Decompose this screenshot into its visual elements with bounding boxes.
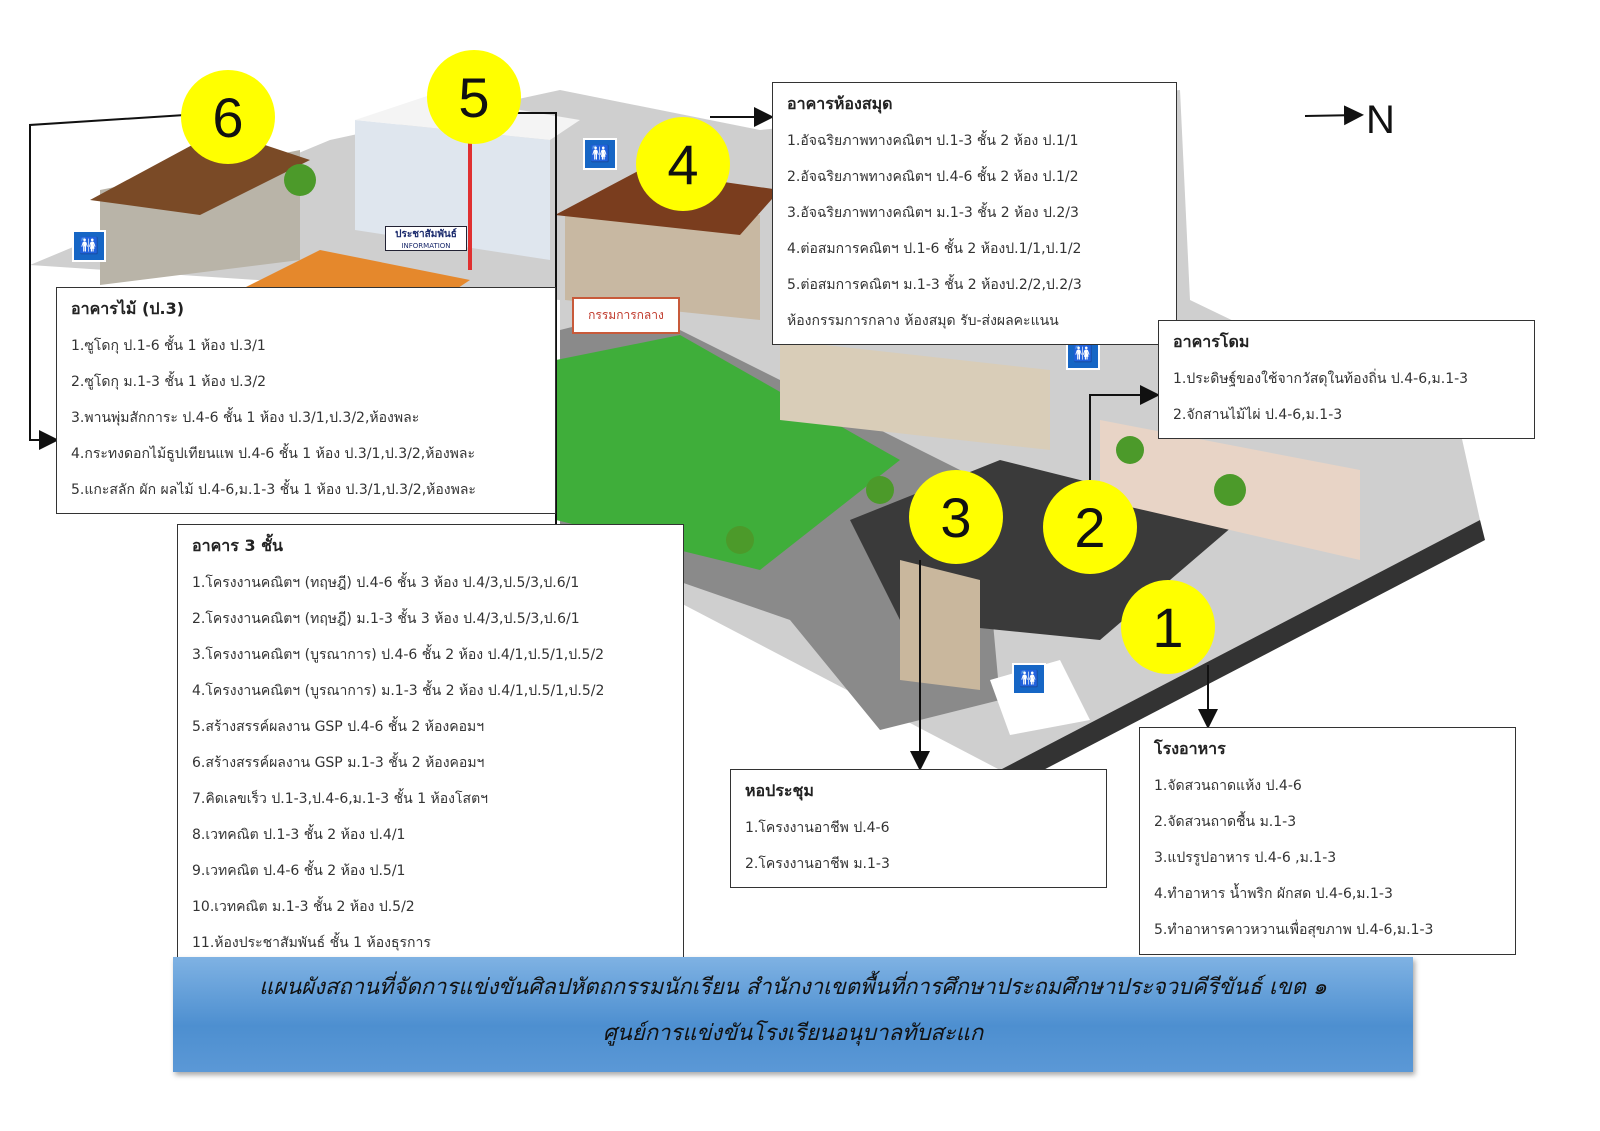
list-item: 8.เวทคณิต ป.1-3 ชั้น 2 ห้อง ป.4/1 xyxy=(192,827,406,843)
list-item: 4.กระทงดอกไม้ธูปเทียนแพ ป.4-6 ชั้น 1 ห้อ… xyxy=(71,446,475,462)
canteen-building-box: โรงอาหาร 1.จัดสวนถาดแห้ง ป.4-6 2.จัดสวนถ… xyxy=(1139,727,1516,955)
marker-2: 2 xyxy=(1043,480,1137,574)
title-banner: แผนผังสถานที่จัดการแข่งขันศิลปหัตถกรรมนั… xyxy=(173,957,1413,1072)
library-building-box: อาคารห้องสมุด 1.อัจฉริยภาพทางคณิตฯ ป.1-3… xyxy=(772,82,1177,345)
marker-5: 5 xyxy=(427,50,521,144)
information-sign: ประชาสัมพันธ์ INFORMATION xyxy=(385,226,467,251)
list-item: 1.ซูโดกุ ป.1-6 ชั้น 1 ห้อง ป.3/1 xyxy=(71,338,266,354)
north-arrow-icon xyxy=(1304,105,1364,126)
box-title: อาคารโดม xyxy=(1173,332,1250,351)
list-item: 2.โครงงานคณิตฯ (ทฤษฎี) ม.1-3 ชั้น 3 ห้อง… xyxy=(192,611,580,627)
building-5 xyxy=(355,120,550,260)
football-field xyxy=(556,335,900,570)
toilet-icon: 🚻 xyxy=(72,230,106,262)
list-item: 2.จักสานไม้ไผ่ ป.4-6,ม.1-3 xyxy=(1173,407,1343,423)
toilet-icon: 🚻 xyxy=(583,138,617,170)
list-item: 4.ต่อสมการคณิตฯ ป.1-6 ชั้น 2 ห้องป.1/1,ป… xyxy=(787,241,1082,257)
info-sign-en: INFORMATION xyxy=(401,242,451,250)
list-item: 2.อัจฉริยภาพทางคณิตฯ ป.4-6 ชั้น 2 ห้อง ป… xyxy=(787,169,1079,185)
list-item: 1.โครงงานคณิตฯ (ทฤษฎี) ป.4-6 ชั้น 3 ห้อง… xyxy=(192,575,580,591)
list-item: 9.เวทคณิต ป.4-6 ชั้น 2 ห้อง ป.5/1 xyxy=(192,863,406,879)
list-item: 4.ทำอาหาร น้ำพริก ผักสด ป.4-6,ม.1-3 xyxy=(1154,886,1393,902)
toilet-icon: 🚻 xyxy=(1012,663,1046,695)
list-item: 1.อัจฉริยภาพทางคณิตฯ ป.1-3 ชั้น 2 ห้อง ป… xyxy=(787,133,1079,149)
list-item: 7.คิดเลขเร็ว ป.1-3,ป.4-6,ม.1-3 ชั้น 1 ห้… xyxy=(192,791,489,807)
list-item: 1.ประดิษฐ์ของใช้จากวัสดุในท้องถิ่น ป.4-6… xyxy=(1173,371,1469,387)
box-title: อาคารไม้ (ป.3) xyxy=(71,299,185,318)
wood-building-box: อาคารไม้ (ป.3) 1.ซูโดกุ ป.1-6 ชั้น 1 ห้อ… xyxy=(56,287,556,514)
north-label: N xyxy=(1366,98,1395,142)
banner-subtitle: ศูนย์การแข่งขันโรงเรียนอนุบาลทับสะแก xyxy=(602,1021,984,1046)
list-item: 5.ทำอาหารคาวหวานเพื่อสุขภาพ ป.4-6,ม.1-3 xyxy=(1154,922,1434,938)
list-item: 1.โครงงานอาชีพ ป.4-6 xyxy=(745,820,890,836)
hall-building-box: หอประชุม 1.โครงงานอาชีพ ป.4-6 2.โครงงานอ… xyxy=(730,769,1107,888)
hall-building xyxy=(900,560,980,690)
fence xyxy=(1000,520,1485,790)
arrow-6 xyxy=(29,114,186,450)
list-item: 1.จัดสวนถาดแห้ง ป.4-6 xyxy=(1154,778,1302,794)
marker-4: 4 xyxy=(636,117,730,211)
marker-3: 3 xyxy=(909,470,1003,564)
box-title: หอประชุม xyxy=(745,781,814,800)
list-item: 3.อัจฉริยภาพทางคณิตฯ ม.1-3 ชั้น 2 ห้อง ป… xyxy=(787,205,1079,221)
dome-building-box: อาคารโดม 1.ประดิษฐ์ของใช้จากวัสดุในท้องถ… xyxy=(1158,320,1535,439)
central-committee-sign: กรรมการกลาง xyxy=(572,297,680,334)
list-item: 2.ซูโดกุ ม.1-3 ชั้น 1 ห้อง ป.3/2 xyxy=(71,374,267,390)
list-item: 10.เวทคณิต ม.1-3 ชั้น 2 ห้อง ป.5/2 xyxy=(192,899,415,915)
list-item: 3.แปรรูปอาหาร ป.4-6 ,ม.1-3 xyxy=(1154,850,1337,866)
list-item: 3.พานพุ่มสักการะ ป.4-6 ชั้น 1 ห้อง ป.3/1… xyxy=(71,410,420,426)
list-item: 11.ห้องประชาสัมพันธ์ ชั้น 1 ห้องธุรการ xyxy=(192,935,431,951)
arrow-2 xyxy=(1089,385,1160,480)
list-item: 4.โครงงานคณิตฯ (บูรณาการ) ม.1-3 ชั้น 2 ห… xyxy=(192,683,605,699)
building-library xyxy=(780,340,1050,450)
list-item: 5.ต่อสมการคณิตฯ ม.1-3 ชั้น 2 ห้องป.2/2,ป… xyxy=(787,277,1082,293)
list-item: 2.จัดสวนถาดชื้น ม.1-3 xyxy=(1154,814,1297,830)
building-4 xyxy=(565,210,760,320)
list-item: 3.โครงงานคณิตฯ (บูรณาการ) ป.4-6 ชั้น 2 ห… xyxy=(192,647,605,663)
list-item: 2.โครงงานอาชีพ ม.1-3 xyxy=(745,856,890,872)
banner-title: แผนผังสถานที่จัดการแข่งขันศิลปหัตถกรรมนั… xyxy=(259,975,1327,1000)
marker-6: 6 xyxy=(181,70,275,164)
three-storey-building-box: อาคาร 3 ชั้น 1.โครงงานคณิตฯ (ทฤษฎี) ป.4-… xyxy=(177,524,684,958)
list-item: 6.สร้างสรรค์ผลงาน GSP ม.1-3 ชั้น 2 ห้องค… xyxy=(192,755,485,771)
list-item: 5.แกะสลัก ผัก ผลไม้ ป.4-6,ม.1-3 ชั้น 1 ห… xyxy=(71,482,476,498)
box-title: อาคาร 3 ชั้น xyxy=(192,536,283,555)
box-title: โรงอาหาร xyxy=(1154,739,1226,758)
box-title: อาคารห้องสมุด xyxy=(787,94,893,113)
list-item: 5.สร้างสรรค์ผลงาน GSP ป.4-6 ชั้น 2 ห้องค… xyxy=(192,719,485,735)
info-sign-th: ประชาสัมพันธ์ xyxy=(395,229,457,240)
list-item: ห้องกรรมการกลาง ห้องสมุด รับ-ส่งผลคะแนน xyxy=(787,313,1059,329)
marker-1: 1 xyxy=(1121,580,1215,674)
